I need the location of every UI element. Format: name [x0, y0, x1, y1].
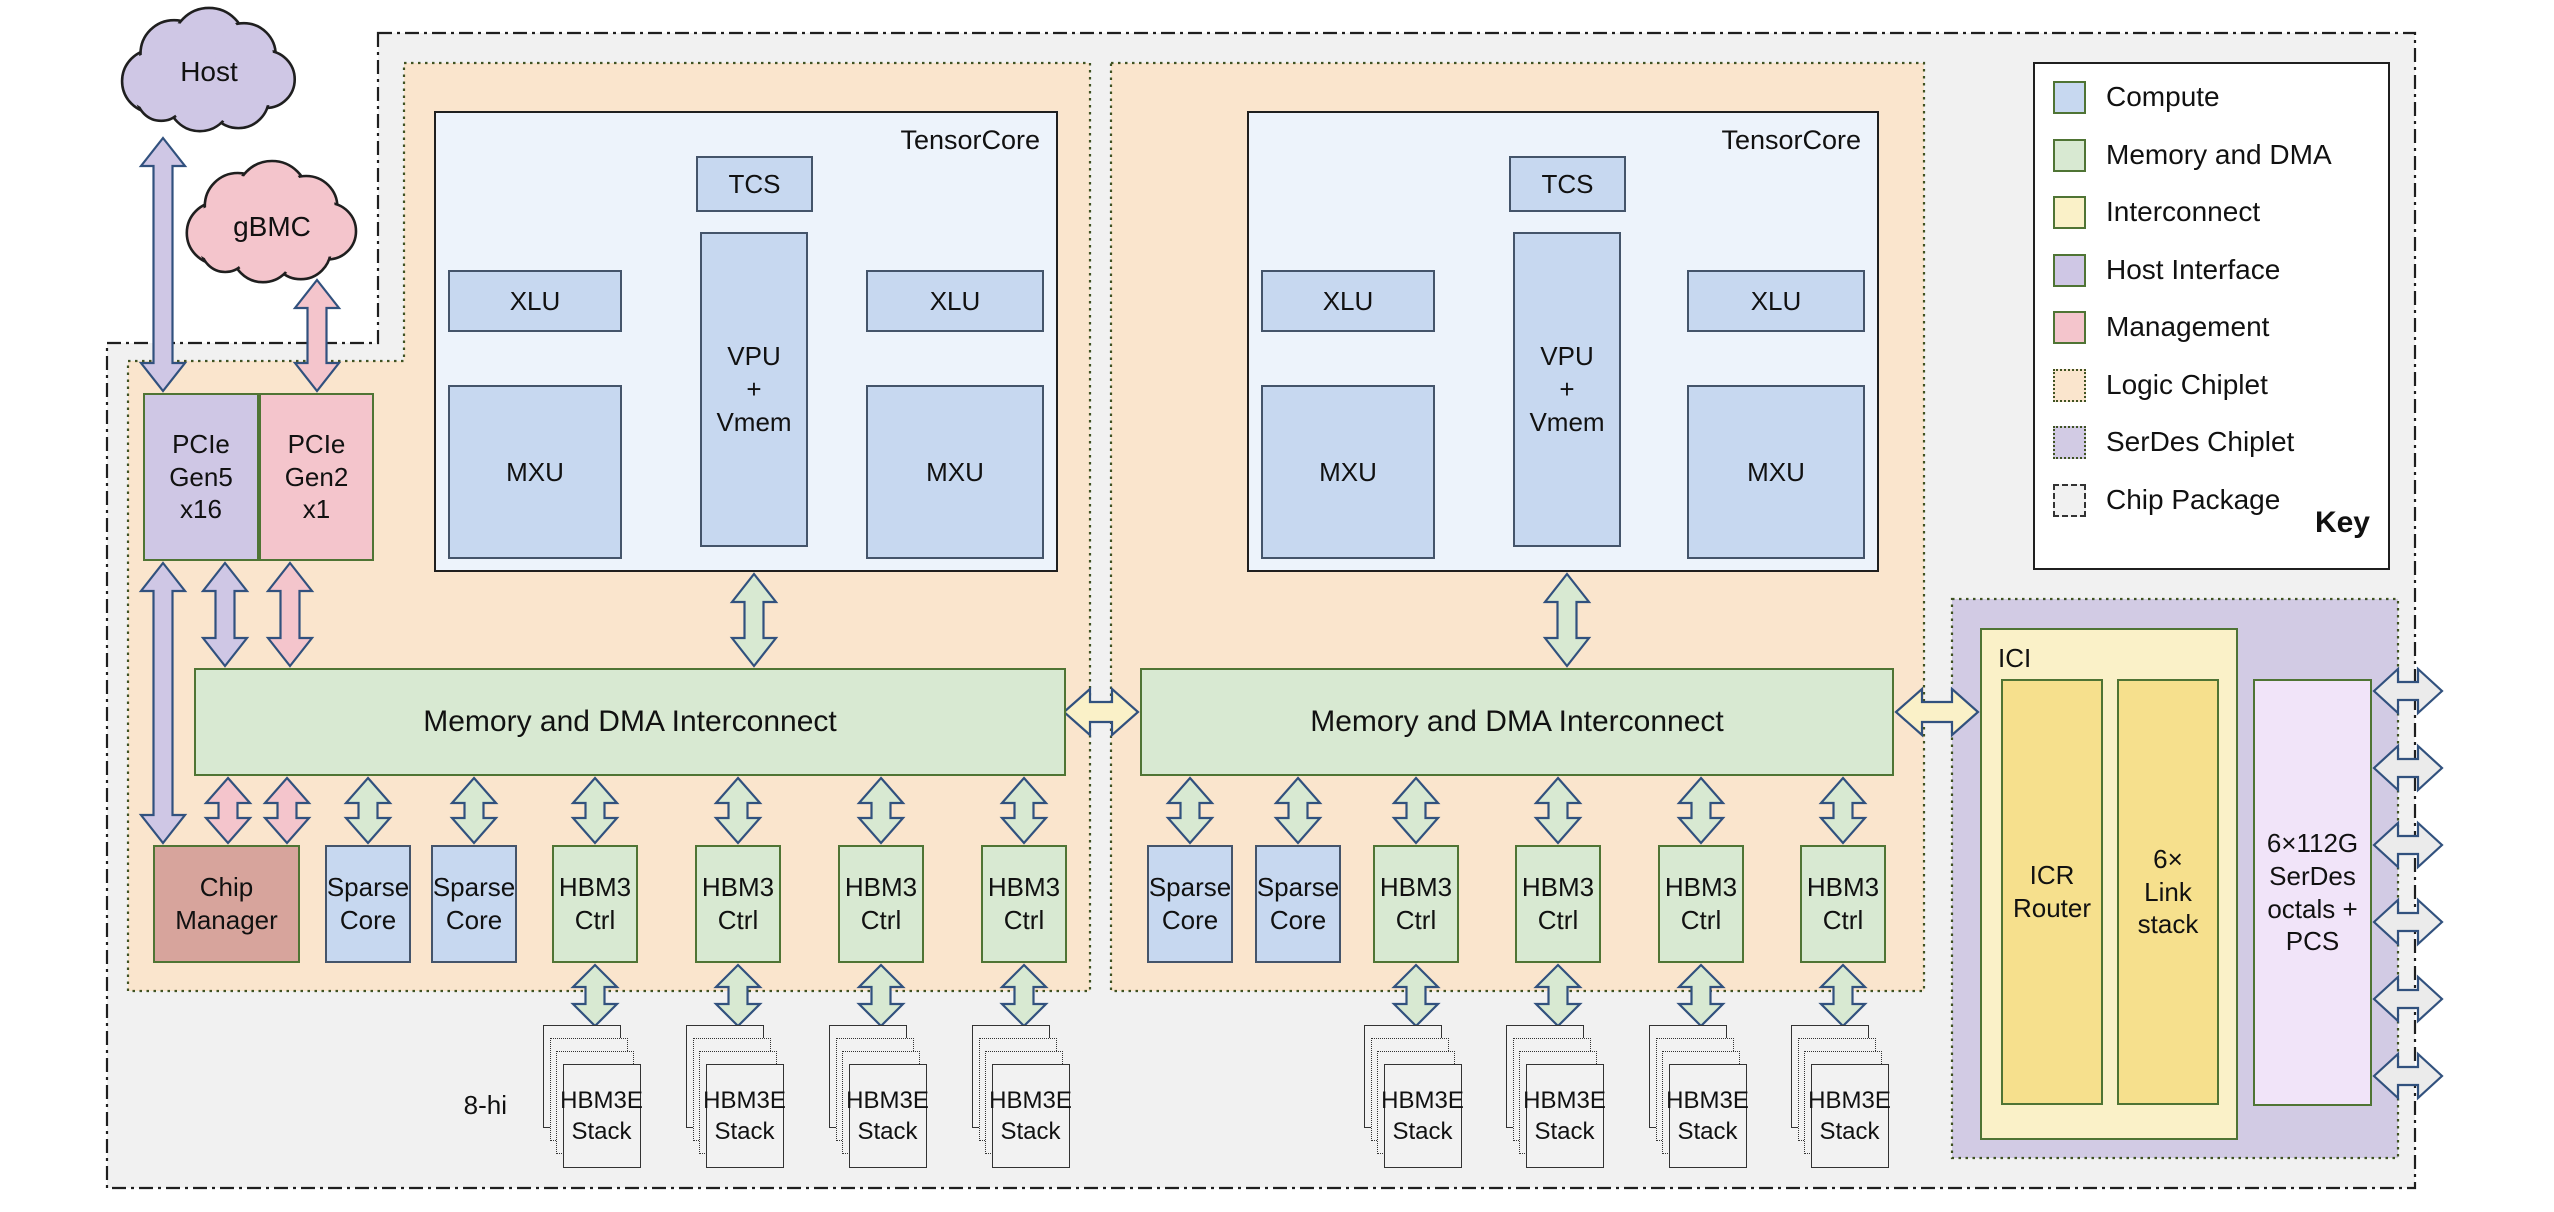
- chip-manager: Chip Manager: [153, 845, 300, 963]
- chip-package-swatch-icon: [2053, 483, 2086, 517]
- legend-item-compute: Compute: [2053, 80, 2220, 114]
- sparse-core-2b: Sparse Core: [1255, 845, 1341, 963]
- sparse-core-2a: Sparse Core: [1147, 845, 1233, 963]
- hbm3e-stack: HBM3E Stack: [846, 1064, 929, 1168]
- serdes-octals-pcs: 6×112G SerDes octals + PCS: [2253, 679, 2372, 1106]
- host-interface-swatch-icon: [2053, 253, 2086, 287]
- legend-item-memory: Memory and DMA: [2053, 138, 2332, 172]
- ici-title: ICI: [1998, 643, 2032, 673]
- logic-chiplet-swatch-icon: [2053, 368, 2086, 402]
- pcie-gen5-x16: PCIe Gen5 x16: [143, 393, 259, 561]
- mxu-1-left: MXU: [448, 385, 622, 559]
- pcie-gen2-x1: PCIe Gen2 x1: [259, 393, 374, 561]
- hbm3-ctrl-1d: HBM3 Ctrl: [981, 845, 1067, 963]
- gbmc-cloud-label: gBMC: [233, 211, 311, 242]
- memory-dma-interconnect-2: Memory and DMA Interconnect: [1140, 668, 1894, 776]
- mxu-1-right: MXU: [866, 385, 1044, 559]
- serdes-chiplet-swatch-icon: [2053, 425, 2086, 459]
- legend: Compute Memory and DMA Interconnect Host…: [2033, 62, 2390, 570]
- xlu-1-left: XLU: [448, 270, 622, 332]
- gbmc-cloud: [185, 159, 358, 284]
- hbm3-ctrl-2c: HBM3 Ctrl: [1658, 845, 1744, 963]
- xlu-2-left: XLU: [1261, 270, 1435, 332]
- memory-swatch-icon: [2053, 138, 2086, 172]
- sparse-core-1b: Sparse Core: [431, 845, 517, 963]
- compute-swatch-icon: [2053, 80, 2086, 114]
- hbm3e-stack: HBM3E Stack: [1523, 1064, 1606, 1168]
- link-stack: 6× Link stack: [2117, 679, 2219, 1105]
- hbm3-ctrl-1c: HBM3 Ctrl: [838, 845, 924, 963]
- hbm3-ctrl-1a: HBM3 Ctrl: [552, 845, 638, 963]
- sparse-core-1a: Sparse Core: [325, 845, 411, 963]
- legend-item-logic-chiplet: Logic Chiplet: [2053, 368, 2268, 402]
- management-swatch-icon: [2053, 310, 2086, 344]
- xlu-2-right: XLU: [1687, 270, 1865, 332]
- mxu-2-left: MXU: [1261, 385, 1435, 559]
- hbm3-ctrl-1b: HBM3 Ctrl: [695, 845, 781, 963]
- legend-item-management: Management: [2053, 310, 2269, 344]
- hbm3e-stack: HBM3E Stack: [703, 1064, 786, 1168]
- vpu-vmem-2: VPU + Vmem: [1513, 232, 1621, 547]
- legend-item-host-interface: Host Interface: [2053, 253, 2280, 287]
- tcs-1: TCS: [696, 156, 813, 212]
- hbm3e-stack: HBM3E Stack: [989, 1064, 1072, 1168]
- hbm3-ctrl-2a: HBM3 Ctrl: [1373, 845, 1459, 963]
- hbm3e-stack: HBM3E Stack: [1666, 1064, 1749, 1168]
- icr-router: ICR Router: [2001, 679, 2103, 1105]
- legend-title: Key: [2314, 506, 2370, 539]
- hbm3-ctrl-2b: HBM3 Ctrl: [1515, 845, 1601, 963]
- interconnect-swatch-icon: [2053, 195, 2086, 229]
- xlu-1-right: XLU: [866, 270, 1044, 332]
- hbm3e-stack: HBM3E Stack: [560, 1064, 643, 1168]
- legend-item-serdes-chiplet: SerDes Chiplet: [2053, 425, 2294, 459]
- vpu-vmem-1: VPU + Vmem: [700, 232, 808, 547]
- tensorcore-1-title: TensorCore: [900, 125, 1040, 155]
- legend-item-interconnect: Interconnect: [2053, 195, 2260, 229]
- hbm3e-stack: HBM3E Stack: [1808, 1064, 1891, 1168]
- stack-height-label: 8-hi: [463, 1089, 507, 1120]
- host-cloud-label: Host: [180, 56, 238, 87]
- mxu-2-right: MXU: [1687, 385, 1865, 559]
- host-cloud: [120, 6, 297, 133]
- tensorcore-2-title: TensorCore: [1721, 125, 1861, 155]
- hbm3e-stack: HBM3E Stack: [1381, 1064, 1464, 1168]
- memory-dma-interconnect-1: Memory and DMA Interconnect: [194, 668, 1066, 776]
- tcs-2: TCS: [1509, 156, 1626, 212]
- hbm3-ctrl-2d: HBM3 Ctrl: [1800, 845, 1886, 963]
- legend-item-chip-package: Chip Package: [2053, 483, 2280, 517]
